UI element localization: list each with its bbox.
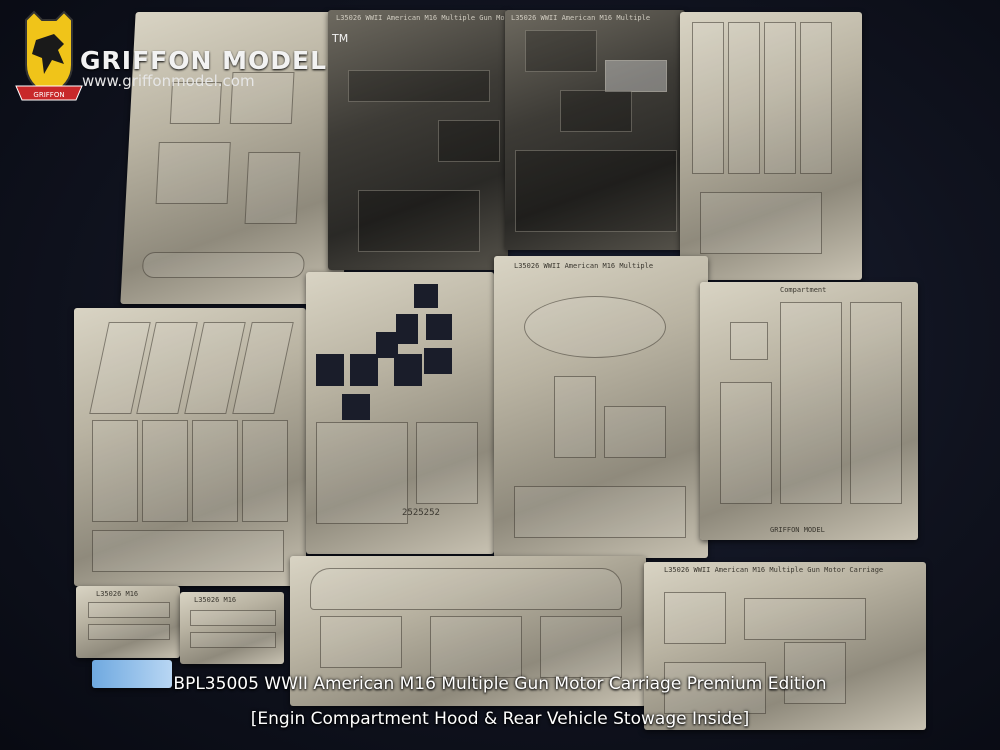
sheet-label: L35026 WWII American M16 Multiple xyxy=(511,14,651,22)
etch-sheet-bottom-right: L35026 WWII American M16 Multiple Gun Mo… xyxy=(644,562,926,730)
etch-sheet-small-left: L35026 M16 xyxy=(76,586,180,658)
etch-sheet-top-center-left: L35026 WWII American M16 Multiple Gun Mo… xyxy=(328,10,555,270)
griffon-shield-icon: GRIFFON xyxy=(15,10,83,101)
sheet-label: L35026 WWII American M16 Multiple xyxy=(514,262,654,270)
etch-sheet-small-mid: L35026 M16 xyxy=(180,592,284,664)
brand-logo: GRIFFON GRIFFON MODEL TM www.griffonmode… xyxy=(10,10,350,105)
sheet-label: L35026 WWII American M16 Multiple Gun Mo… xyxy=(336,14,556,22)
etch-sheet-top-right xyxy=(680,12,862,280)
shield-ribbon-text: GRIFFON xyxy=(33,91,64,99)
code-digits: 2525252 xyxy=(402,508,440,518)
etch-sheet-center: L35026 WWII American M16 Multiple xyxy=(494,256,708,558)
etch-sheet-top-center-right: L35026 WWII American M16 Multiple xyxy=(505,10,685,250)
etch-sheet-windowed: 2525252 xyxy=(306,272,494,554)
etch-sheet-hood-large xyxy=(74,308,306,586)
caption-product-subtitle: [Engin Compartment Hood & Rear Vehicle S… xyxy=(250,709,750,729)
decal-strip xyxy=(92,660,172,688)
maker-mark: GRIFFON MODEL xyxy=(770,526,825,534)
sheet-label: Compartment xyxy=(780,286,827,294)
etch-sheet-right-mid: Compartment GRIFFON MODEL xyxy=(700,282,918,540)
sheet-label: L35026 M16 xyxy=(96,590,139,598)
sheet-label: L35026 WWII American M16 Multiple Gun Mo… xyxy=(664,566,884,574)
brand-website: www.griffonmodel.com xyxy=(82,72,255,90)
brand-name: GRIFFON MODEL xyxy=(80,46,327,75)
caption-product-title: BPL35005 WWII American M16 Multiple Gun … xyxy=(173,674,827,694)
etch-sheet-bottom-long xyxy=(290,556,646,706)
sheet-label: L35026 M16 xyxy=(194,596,237,604)
trademark: TM xyxy=(332,32,349,45)
